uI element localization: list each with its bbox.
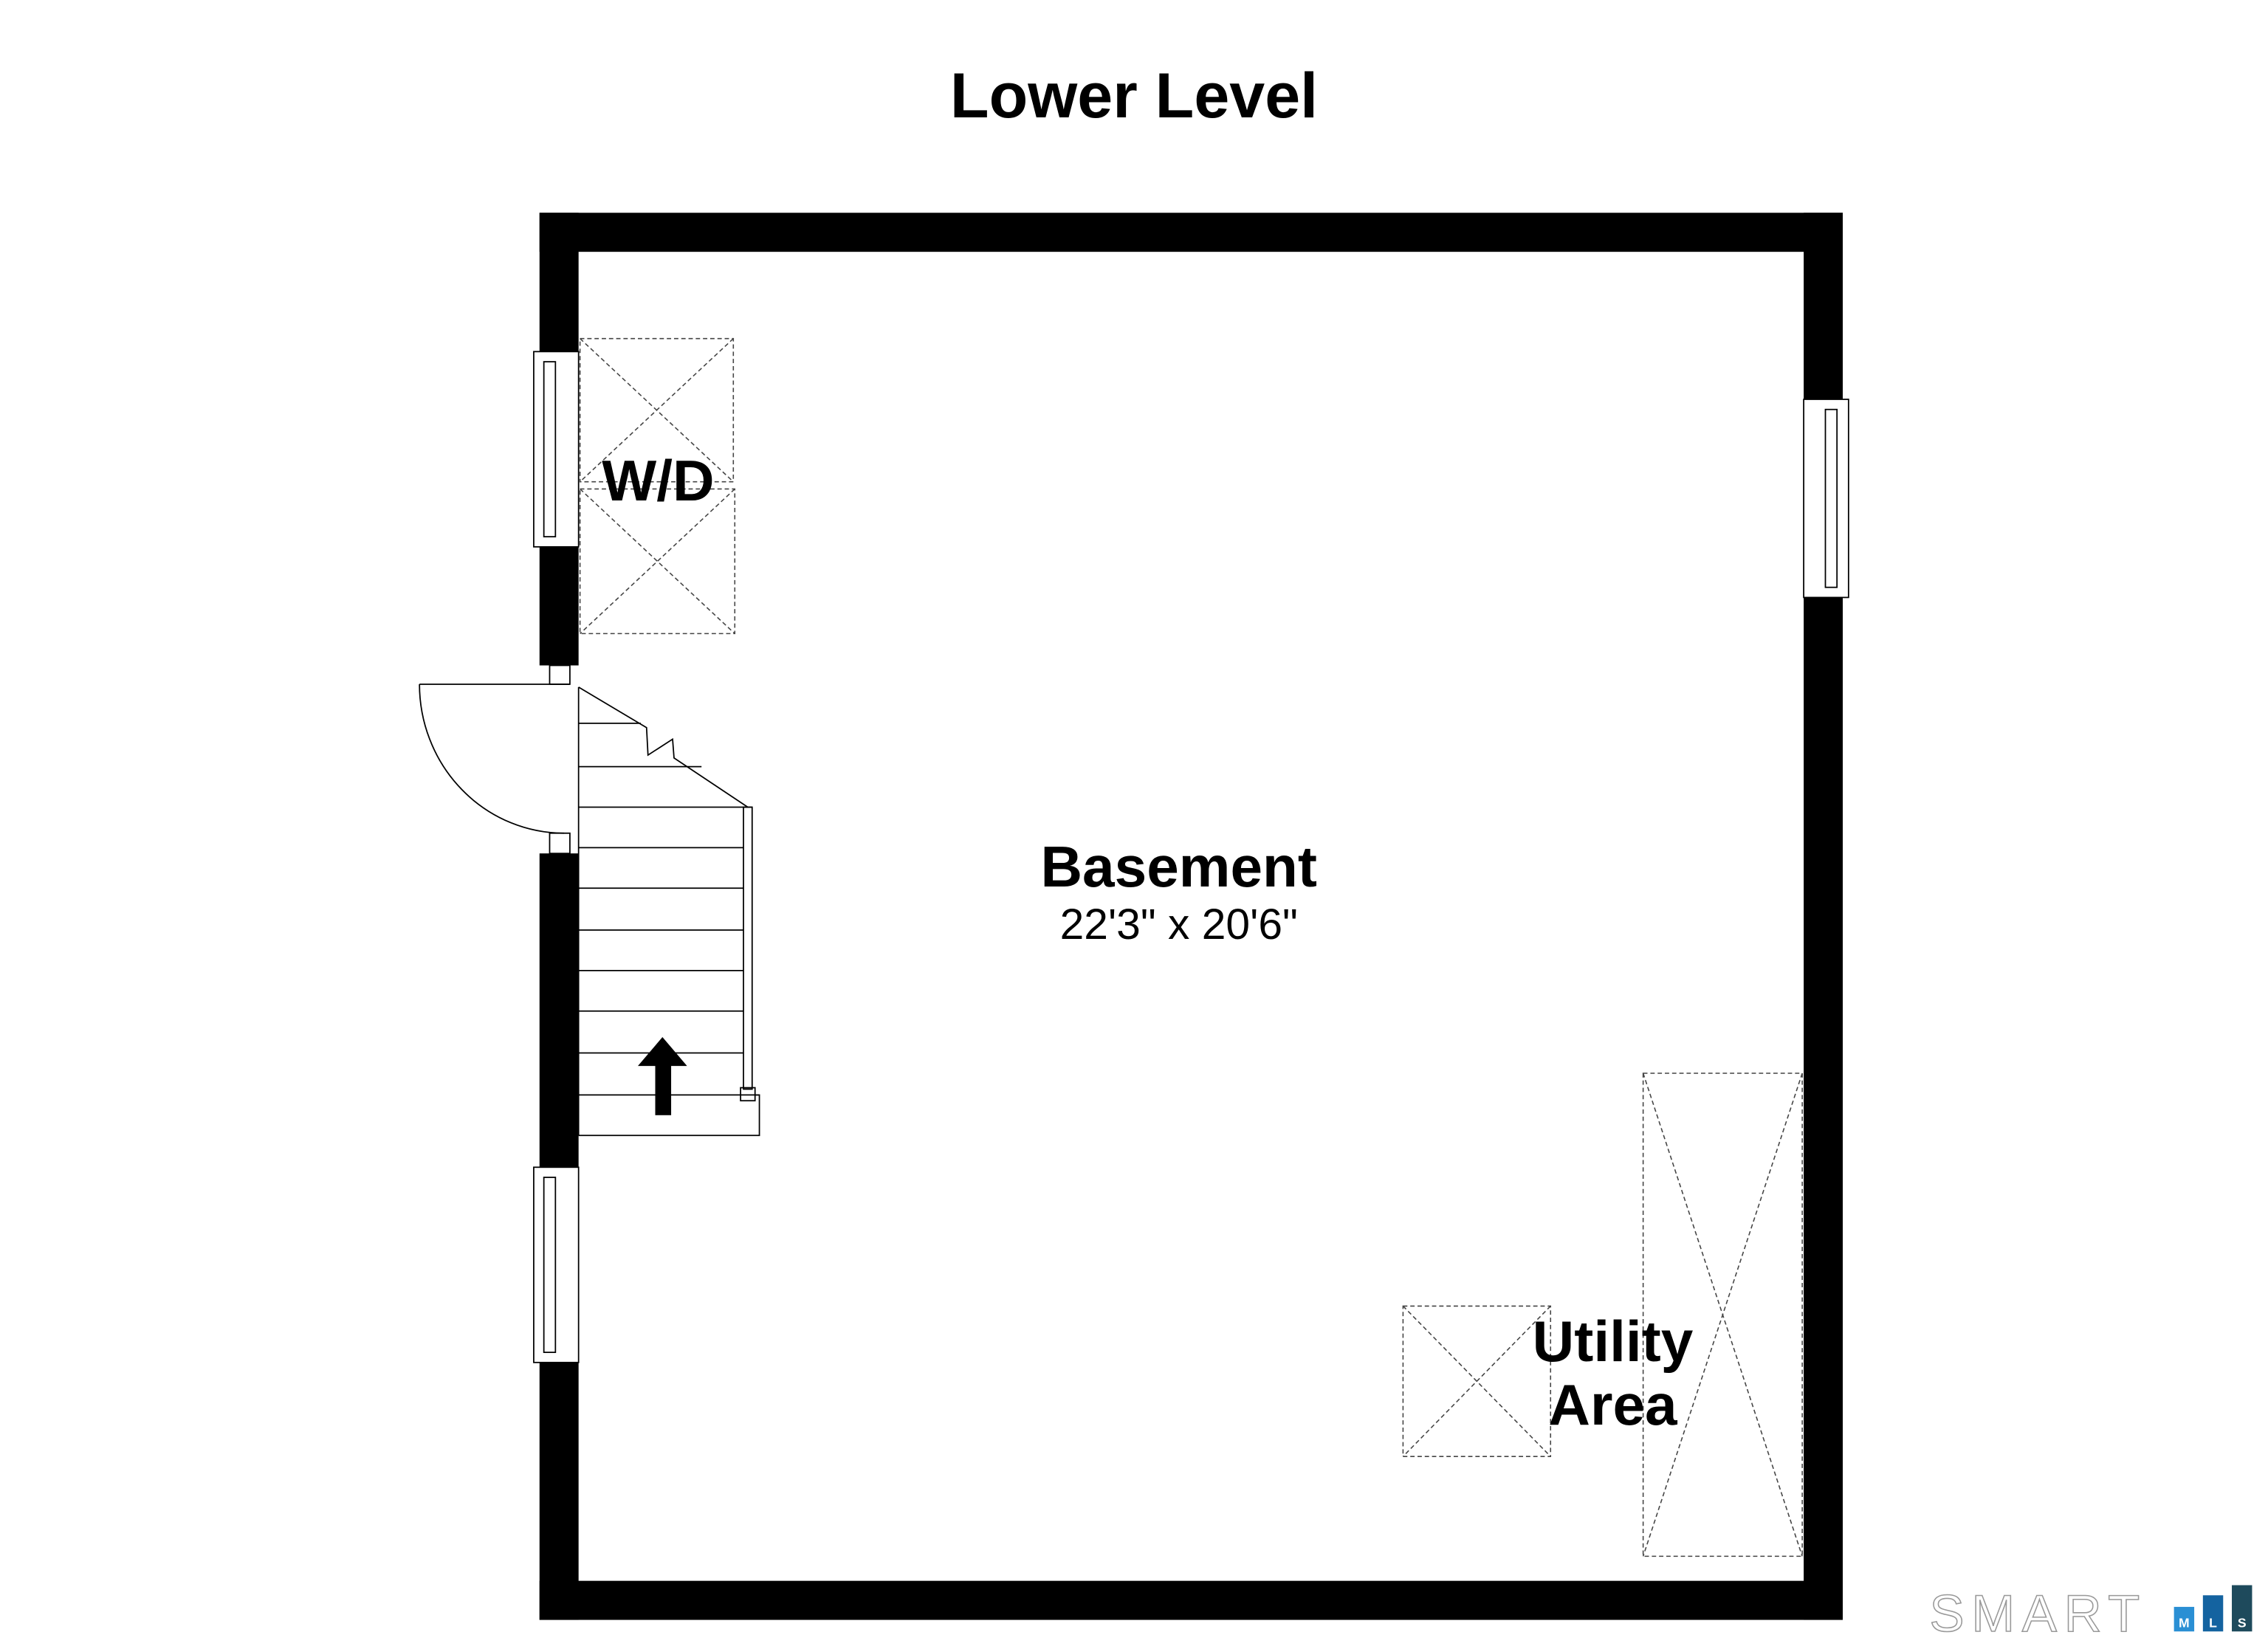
window-left-upper (533, 351, 580, 548)
utility-label-line1: Utility (1533, 1309, 1694, 1374)
logo-text: SMART (1930, 1584, 2148, 1642)
utility-area: Utility Area (1402, 1073, 1803, 1557)
staircase (577, 686, 760, 1137)
utility-label-line2: Area (1548, 1372, 1678, 1437)
logo-block-m: M (2179, 1615, 2190, 1630)
entry-door (419, 664, 571, 855)
window-left-lower (533, 1166, 580, 1363)
wd-label: W/D (602, 448, 714, 513)
window-right (1803, 399, 1849, 599)
basement-dimensions: 22'3" x 20'6" (1060, 901, 1298, 949)
logo-block-s: S (2238, 1615, 2247, 1630)
logo-block-l: L (2209, 1615, 2217, 1630)
exterior-walls (539, 213, 1843, 1620)
up-arrow-icon (638, 1037, 687, 1115)
washer-dryer: W/D (579, 337, 736, 635)
basement-name: Basement (1040, 834, 1317, 899)
basement-label: Basement 22'3" x 20'6" (1040, 834, 1317, 949)
plan-title: Lower Level (950, 61, 1318, 131)
smart-mls-logo: SMART M L S (1929, 1583, 2252, 1643)
